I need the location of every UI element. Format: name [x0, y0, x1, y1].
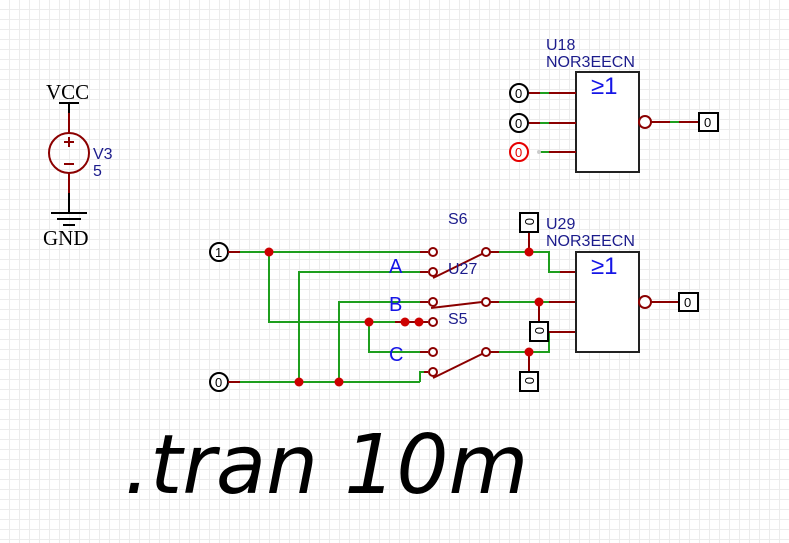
signal-label-c: C: [389, 344, 403, 366]
u18-input-3-selected[interactable]: 0: [509, 142, 529, 162]
svg-text:0: 0: [522, 218, 537, 225]
svg-text:0: 0: [515, 116, 522, 131]
switch-label-u27: U27: [448, 261, 477, 278]
gnd-label: GND: [43, 226, 89, 250]
u18-input-2[interactable]: 0: [509, 113, 529, 133]
source-value: 5: [93, 163, 102, 180]
u29-probe-middle[interactable]: 0: [529, 321, 549, 342]
switch-label-s6: S6: [448, 211, 468, 228]
simulation-directive[interactable]: .tran 10m: [124, 418, 528, 513]
u18-inverter-bubble-icon: [638, 115, 652, 129]
signal-label-b: B: [389, 294, 402, 316]
input-low-source[interactable]: 0: [209, 372, 229, 392]
u29-model: NOR3EECN: [546, 233, 635, 250]
u29-name: U29: [546, 216, 575, 233]
wires: [228, 232, 576, 383]
vcc-label: VCC: [46, 80, 89, 104]
svg-text:0: 0: [704, 115, 711, 130]
u29-probe-bottom[interactable]: 0: [519, 371, 539, 392]
signal-label-a: A: [389, 256, 403, 278]
u18-model: NOR3EECN: [546, 54, 635, 71]
input-high-source[interactable]: 1: [209, 242, 229, 262]
voltage-source-v3[interactable]: VCC V3 5 GND: [43, 80, 113, 250]
u29-body: [575, 251, 640, 353]
svg-text:0: 0: [522, 377, 537, 384]
u18-input-1[interactable]: 0: [509, 83, 529, 103]
u29-probe-top[interactable]: 0: [519, 212, 539, 233]
switch-u27[interactable]: [428, 297, 491, 327]
u29-output-probe[interactable]: 0: [678, 292, 699, 312]
svg-text:1: 1: [215, 245, 222, 260]
switch-s6[interactable]: [428, 247, 491, 279]
nor-gate-u18[interactable]: U18 NOR3EECN ≥1 0 0 0 0: [509, 37, 719, 173]
u18-output-probe[interactable]: 0: [698, 112, 719, 132]
svg-text:0: 0: [532, 327, 547, 334]
u18-body: [575, 71, 640, 173]
ground-icon: [51, 212, 87, 226]
svg-text:0: 0: [215, 375, 222, 390]
u18-symbol: ≥1: [591, 73, 618, 100]
u29-symbol: ≥1: [591, 253, 618, 280]
junctions: [264, 247, 544, 387]
u18-name: U18: [546, 37, 575, 54]
switch-s5[interactable]: [428, 347, 491, 379]
svg-text:0: 0: [515, 145, 522, 160]
svg-text:0: 0: [515, 86, 522, 101]
svg-text:0: 0: [684, 295, 691, 310]
nor-gate-u29[interactable]: U29 NOR3EECN ≥1 0 0 0 0: [519, 212, 699, 392]
source-name: V3: [93, 146, 113, 163]
switch-label-s5: S5: [448, 311, 468, 328]
u29-inverter-bubble-icon: [638, 295, 652, 309]
